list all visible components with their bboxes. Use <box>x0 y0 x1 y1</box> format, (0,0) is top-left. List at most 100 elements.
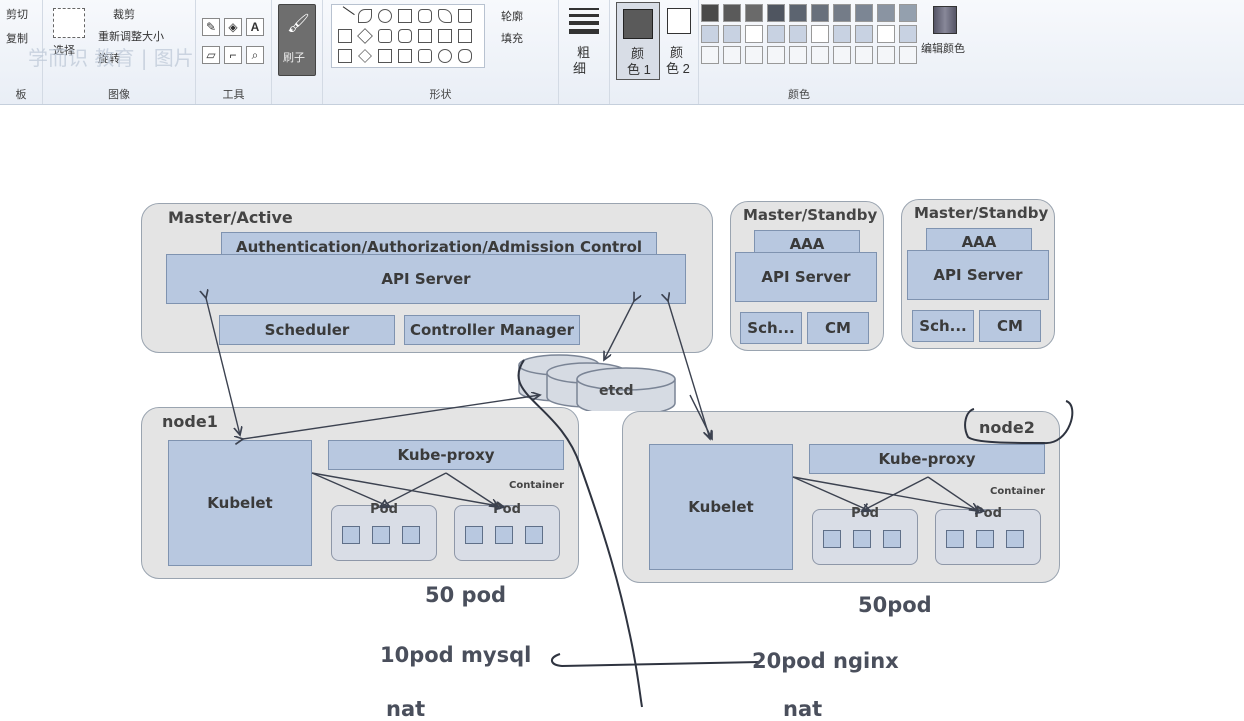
pencil-icon[interactable]: ✎ <box>202 18 220 36</box>
polygon-shape-icon[interactable] <box>438 9 452 23</box>
palette-swatch[interactable] <box>701 4 719 22</box>
palette-swatch[interactable] <box>811 4 829 22</box>
nginx-annotation: 20pod nginx <box>752 649 899 673</box>
arrow-up-shape-icon[interactable] <box>458 29 472 43</box>
paint-canvas[interactable]: Master/Active Authentication/Authorizati… <box>0 105 1244 721</box>
shapes-group: 轮廓 填充 形状 <box>323 0 559 104</box>
star5-shape-icon[interactable] <box>378 49 392 63</box>
node2-container-label: Container <box>990 486 1046 497</box>
palette-swatch[interactable] <box>877 25 895 43</box>
copy-button[interactable]: 复制 <box>6 33 28 45</box>
nat-annotation-2: nat <box>783 697 823 721</box>
tools-group: ✎ ◈ A ▱ ⌐ ⌕ 工具 <box>196 0 272 104</box>
magnifier-icon[interactable]: ⌕ <box>246 46 264 64</box>
text-tool-icon[interactable]: A <box>246 18 264 36</box>
line-size-icon[interactable] <box>569 8 599 34</box>
node2-pod-2-label: Pod <box>974 506 1002 521</box>
line-shape-icon[interactable] <box>335 6 355 26</box>
palette-swatch[interactable] <box>789 46 807 64</box>
color2-swatch <box>667 8 691 34</box>
palette-swatch[interactable] <box>855 4 873 22</box>
palette-swatch[interactable] <box>833 46 851 64</box>
container-cube <box>976 530 994 548</box>
rounded-rect-shape-icon[interactable] <box>418 9 432 23</box>
diamond-shape-icon[interactable] <box>357 28 373 44</box>
palette-swatch[interactable] <box>701 46 719 64</box>
color-picker-icon[interactable]: ⌐ <box>224 46 242 64</box>
palette-swatch[interactable] <box>833 4 851 22</box>
curve-shape-icon[interactable] <box>358 9 372 23</box>
arrow-right-shape-icon[interactable] <box>418 29 432 43</box>
node2-pod-1: Pod <box>812 506 918 565</box>
node1-pod-2: Pod <box>454 502 560 561</box>
palette-swatch[interactable] <box>855 46 873 64</box>
rectangle-shape-icon[interactable] <box>398 9 412 23</box>
palette-swatch[interactable] <box>767 25 785 43</box>
scheduler-box: Scheduler <box>219 315 395 345</box>
node1-pod-1: Pod <box>331 502 437 561</box>
shapes-gallery[interactable] <box>331 4 485 68</box>
node2-panel: node2 Kubelet Kube-proxy Container Pod P… <box>622 411 1060 583</box>
color2-button[interactable]: 颜 色 2 <box>664 2 696 78</box>
palette-swatch[interactable] <box>767 4 785 22</box>
rotate-button[interactable]: 旋转 <box>98 53 120 65</box>
standby-2-sch-box: Sch... <box>912 310 974 342</box>
palette-swatch[interactable] <box>789 4 807 22</box>
palette-swatch[interactable] <box>899 46 917 64</box>
color1-label-2: 色 1 <box>627 62 651 77</box>
pentagon-shape-icon[interactable] <box>378 29 392 43</box>
master-standby-2-panel: Master/Standby AAA API Server Sch... CM <box>901 199 1055 349</box>
resize-button[interactable]: 重新调整大小 <box>98 31 164 43</box>
palette-swatch[interactable] <box>833 25 851 43</box>
palette-swatch[interactable] <box>745 4 763 22</box>
node1-panel: node1 Kubelet Kube-proxy Container Pod P… <box>141 407 579 579</box>
hexagon-shape-icon[interactable] <box>398 29 412 43</box>
color-select-group: 颜 色 1 颜 色 2 <box>610 0 699 104</box>
callout-cloud-shape-icon[interactable] <box>458 49 472 63</box>
palette-swatch[interactable] <box>767 46 785 64</box>
container-cube <box>402 526 420 544</box>
fill-bucket-icon[interactable]: ◈ <box>224 18 242 36</box>
arrow-left-shape-icon[interactable] <box>438 29 452 43</box>
node1-kube-proxy-box: Kube-proxy <box>328 440 564 470</box>
palette-swatch[interactable] <box>811 46 829 64</box>
palette-swatch[interactable] <box>745 25 763 43</box>
brush-button[interactable]: 🖌 刷子 <box>278 4 316 76</box>
node2-pod-count: 50pod <box>858 593 932 617</box>
eraser-icon[interactable]: ▱ <box>202 46 220 64</box>
palette-swatch[interactable] <box>855 25 873 43</box>
standby-1-title: Master/Standby <box>743 206 878 224</box>
edit-colors-button[interactable]: 编辑颜色 <box>919 4 973 64</box>
color2-label-2: 色 2 <box>666 61 690 76</box>
palette-swatch[interactable] <box>811 25 829 43</box>
container-cube <box>465 526 483 544</box>
palette-swatch[interactable] <box>701 25 719 43</box>
palette-swatch[interactable] <box>745 46 763 64</box>
star6-shape-icon[interactable] <box>398 49 412 63</box>
callout-rect-shape-icon[interactable] <box>418 49 432 63</box>
triangle-shape-icon[interactable] <box>458 9 472 23</box>
oval-shape-icon[interactable] <box>378 9 392 23</box>
palette-swatch[interactable] <box>899 25 917 43</box>
right-triangle-shape-icon[interactable] <box>338 29 352 43</box>
palette-swatch[interactable] <box>723 46 741 64</box>
container-cube <box>372 526 390 544</box>
crop-button[interactable]: 裁剪 <box>113 9 135 21</box>
master-active-title: Master/Active <box>168 208 293 227</box>
palette-swatch[interactable] <box>899 4 917 22</box>
standby-1-api-box: API Server <box>735 252 877 302</box>
outline-button[interactable]: 轮廓 <box>501 11 523 23</box>
callout-oval-shape-icon[interactable] <box>438 49 452 63</box>
palette-swatch[interactable] <box>723 25 741 43</box>
ribbon-toolbar: 剪切 复制 板 选择 裁剪 重新调整大小 旋转 图像 学而识 教育 | 图片 ✎… <box>0 0 1244 105</box>
select-button[interactable] <box>53 8 85 38</box>
palette-swatch[interactable] <box>877 46 895 64</box>
cut-button[interactable]: 剪切 <box>6 9 28 21</box>
palette-swatch[interactable] <box>789 25 807 43</box>
color1-button[interactable]: 颜 色 1 <box>616 2 660 80</box>
palette-swatch[interactable] <box>723 4 741 22</box>
star4-shape-icon[interactable] <box>358 49 372 63</box>
fill-button[interactable]: 填充 <box>501 33 523 45</box>
palette-swatch[interactable] <box>877 4 895 22</box>
arrow-down-shape-icon[interactable] <box>338 49 352 63</box>
